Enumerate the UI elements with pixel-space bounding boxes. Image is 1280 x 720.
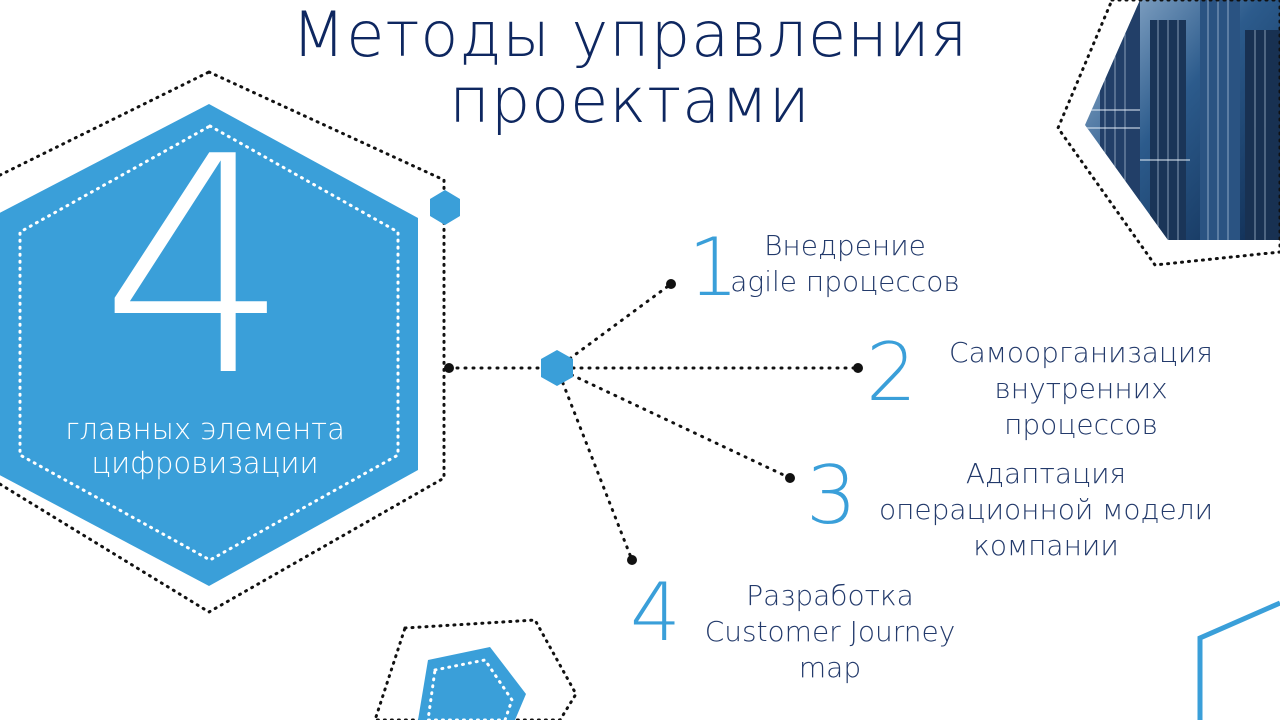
item-number: 4	[630, 566, 681, 659]
hub-hexagon	[541, 350, 573, 386]
connector-dot-left	[444, 363, 454, 373]
item-text: Разработка Customer Journey map	[704, 579, 956, 684]
page-title: Методы управления проектами	[291, 0, 969, 137]
item-text: Самоорганизация внутренних процессов	[949, 336, 1213, 441]
city-photo	[1085, 0, 1280, 240]
connector-dot-4	[627, 555, 637, 565]
small-hexagon-node	[430, 190, 460, 225]
corner-hexagon-outline	[1197, 600, 1280, 720]
item-text: Внедрение agile процессов	[730, 229, 960, 298]
bottom-hexagon	[418, 647, 526, 720]
main-hexagon-outline	[0, 70, 446, 614]
connector-dot-1	[666, 279, 676, 289]
connector-dot-2	[853, 363, 863, 373]
item-text: Адаптация операционной модели компании	[878, 457, 1214, 562]
photo-hexagon-outline	[1056, 0, 1280, 267]
center-caption: главных элемента цифровизации	[65, 412, 345, 480]
bottom-hexagon-outline	[373, 618, 578, 720]
main-hexagon-inner-outline	[18, 124, 400, 562]
connector-dot-3	[785, 473, 795, 483]
connector-lines	[447, 282, 860, 562]
item-number: 2	[866, 326, 917, 419]
center-number: 4	[100, 93, 291, 442]
main-hexagon	[0, 104, 418, 586]
bottom-hexagon-inner-outline	[426, 658, 514, 720]
item-number: 1	[688, 221, 739, 314]
item-number: 3	[806, 449, 857, 542]
